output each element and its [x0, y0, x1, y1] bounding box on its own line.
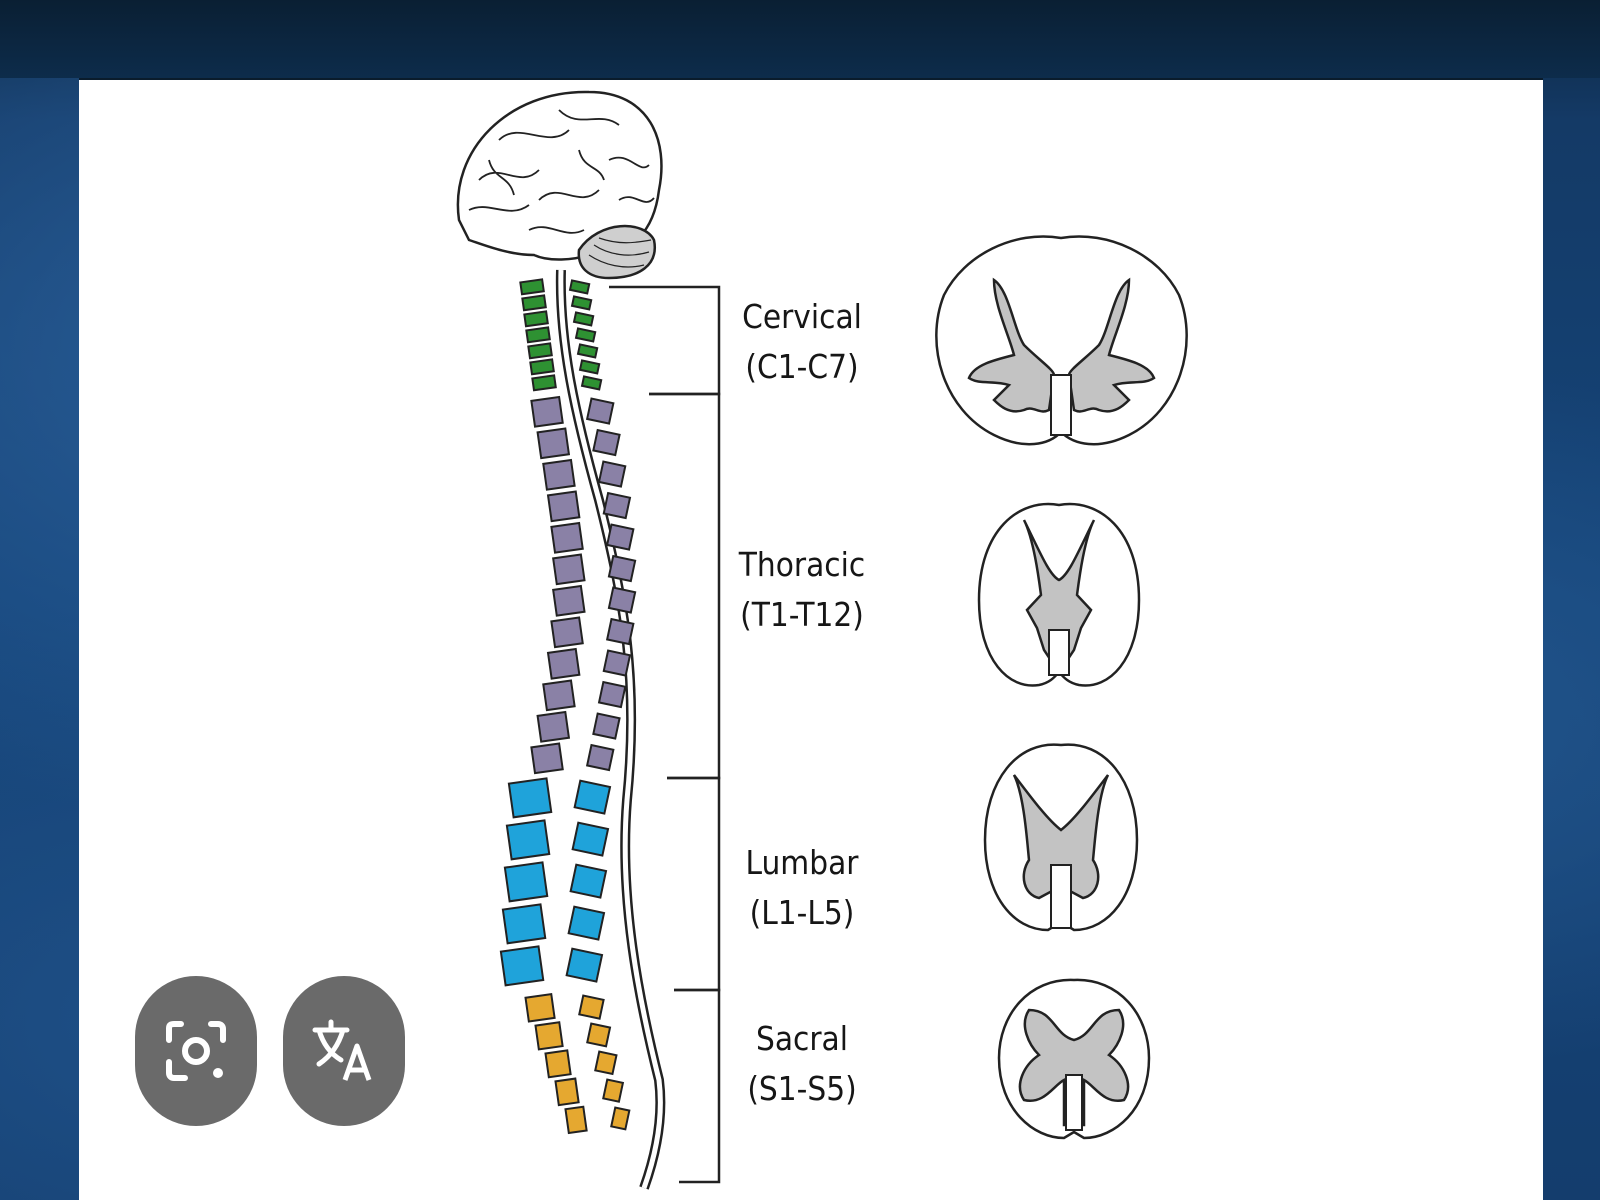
vertebra-body	[531, 374, 557, 392]
vertebra-process	[585, 397, 615, 425]
slide-panel: Cervical (C1-C7) Thoracic (T1-T12) Lumba…	[79, 78, 1543, 1200]
region-range: (S1-S5)	[747, 1069, 857, 1108]
vertebra-process	[607, 586, 637, 614]
vertebra-process	[570, 295, 593, 311]
vertebra-body	[550, 521, 584, 554]
vertebra-process	[586, 1022, 612, 1048]
vertebra-process	[597, 460, 627, 488]
vertebra-process	[602, 649, 632, 677]
vertebra-process	[578, 359, 601, 375]
vertebra-body	[546, 490, 581, 523]
vertebra-process	[576, 343, 599, 359]
label-thoracic: Thoracic (T1-T12)	[692, 540, 912, 640]
vertebra-body	[534, 1021, 564, 1051]
vertebra-body	[550, 616, 584, 649]
vertebra-body	[505, 819, 551, 861]
vertebra-body	[542, 679, 576, 712]
vertebrae-column	[499, 278, 637, 1135]
vertebra-process	[605, 523, 635, 551]
top-dark-band	[0, 0, 1600, 78]
vertebra-body	[530, 742, 564, 775]
region-range: (L1-L5)	[749, 893, 855, 932]
region-name: Cervical	[742, 297, 862, 336]
cross-section-sacral	[997, 978, 1151, 1140]
vertebra-body	[519, 278, 545, 296]
vertebra-process	[585, 743, 615, 772]
vertebra-process	[578, 994, 605, 1020]
vertebra-process	[572, 311, 595, 327]
region-name: Sacral	[755, 1019, 848, 1058]
spinal-cord-diagram	[456, 90, 1188, 1190]
vertebra-process	[571, 821, 610, 857]
vertebra-body	[503, 861, 549, 903]
google-lens-icon	[166, 1021, 226, 1081]
vertebra-body	[527, 342, 553, 360]
vertebra-process	[610, 1106, 631, 1131]
vertebra-process	[568, 279, 591, 295]
label-sacral: Sacral (S1-S5)	[692, 1014, 912, 1114]
vertebra-process	[592, 428, 621, 457]
vertebra-body	[542, 458, 576, 491]
vertebra-body	[530, 395, 564, 428]
vertebra-body	[546, 647, 581, 680]
label-lumbar: Lumbar (L1-L5)	[692, 838, 912, 938]
vertebra-body	[529, 358, 555, 376]
region-range: (T1-T12)	[740, 595, 864, 634]
cross-section-thoracic	[977, 502, 1141, 687]
vertebra-body	[554, 1077, 580, 1107]
region-range: (C1-C7)	[745, 347, 859, 386]
cerebellum	[577, 224, 657, 280]
region-brackets	[609, 285, 721, 1184]
region-name: Thoracic	[738, 545, 866, 584]
vertebra-body	[544, 1049, 572, 1079]
brain	[456, 90, 663, 280]
cross-section-cervical	[935, 235, 1188, 446]
vertebra-body	[499, 945, 545, 987]
vertebra-process	[592, 712, 621, 740]
vertebra-process	[573, 779, 612, 815]
vertebra-process	[567, 905, 606, 941]
vertebra-process	[605, 617, 635, 646]
vertebra-body	[521, 294, 547, 312]
vertebra-body	[507, 777, 553, 819]
cross-section-lumbar	[983, 743, 1139, 932]
vertebra-body	[552, 584, 586, 617]
vertebra-process	[594, 1050, 618, 1076]
vertebra-process	[580, 375, 603, 391]
vertebra-process	[565, 947, 604, 983]
vertebra-body	[536, 427, 571, 460]
vertebra-process	[602, 1078, 625, 1103]
vertebra-body	[523, 310, 549, 328]
vertebra-body	[536, 710, 571, 743]
label-cervical: Cervical (C1-C7)	[692, 292, 912, 392]
vertebra-body	[564, 1105, 588, 1135]
vertebra-body	[501, 903, 547, 945]
vertebra-process	[602, 491, 632, 520]
vertebra-process	[569, 863, 608, 899]
vertebra-process	[574, 327, 597, 343]
translate-icon	[312, 1019, 372, 1081]
vertebra-body	[525, 326, 551, 344]
vertebra-body	[524, 993, 556, 1023]
vertebra-process	[597, 680, 627, 709]
translate-button[interactable]	[283, 976, 405, 1126]
vertebra-process	[607, 554, 637, 583]
google-lens-button[interactable]	[135, 976, 257, 1126]
vertebra-body	[552, 553, 586, 586]
region-name: Lumbar	[745, 843, 859, 882]
